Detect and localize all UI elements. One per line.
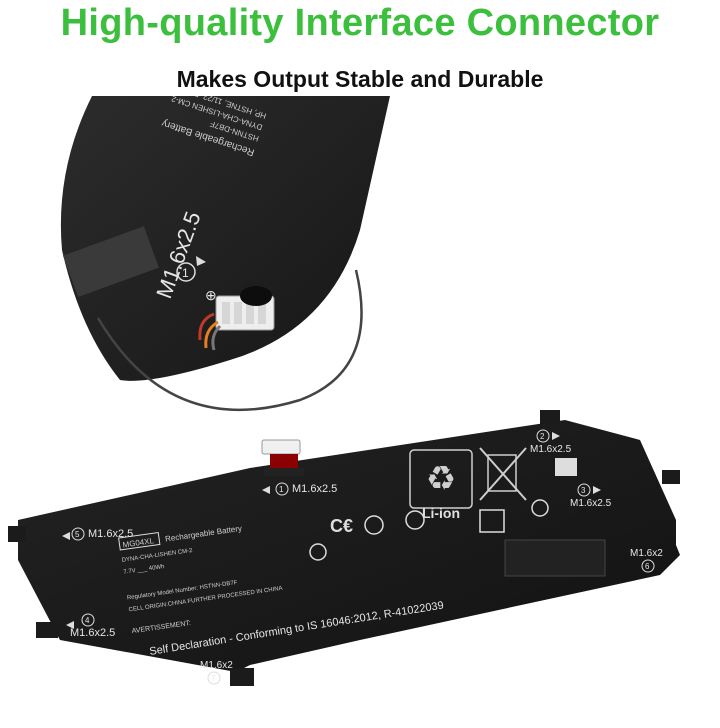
headline: High-quality Interface Connector bbox=[60, 2, 660, 44]
battery-connector bbox=[261, 439, 304, 476]
screw-marker-4: 4 M1.6x2.5 bbox=[66, 613, 115, 639]
screw-marker-3: 3 M1.6x2.5 bbox=[570, 483, 612, 509]
plus-symbol: ⊕ bbox=[205, 287, 217, 303]
svg-text:M1.6x2: M1.6x2 bbox=[200, 660, 233, 671]
svg-text:C€: C€ bbox=[330, 516, 353, 536]
svg-text:M1.6x2.5: M1.6x2.5 bbox=[292, 483, 337, 495]
zoom-mark-circle bbox=[176, 262, 196, 282]
screw-marker-5: 5 M1.6x2.5 bbox=[62, 527, 133, 541]
zoom-outline bbox=[96, 269, 363, 412]
zoom-print-block bbox=[63, 226, 159, 298]
zoom-connector bbox=[198, 286, 275, 351]
li-ion-label: Li-ion bbox=[422, 505, 460, 521]
svg-text:5: 5 bbox=[75, 530, 80, 539]
svg-text:4: 4 bbox=[85, 616, 90, 625]
svg-text:M1.6x2: M1.6x2 bbox=[630, 548, 663, 559]
mount-tab bbox=[662, 470, 680, 484]
model-badge: MG04XL bbox=[122, 536, 155, 549]
svg-text:M1.6x2.5: M1.6x2.5 bbox=[570, 498, 612, 509]
battery-pack: ♻ Li-ion C€ MG04XL Rechargeable Battery … bbox=[8, 410, 680, 686]
svg-text:6: 6 bbox=[645, 562, 650, 571]
zoom-arrow-icon bbox=[196, 256, 206, 266]
recycle-icon: ♻ bbox=[409, 449, 473, 509]
screw-marker-7: M1.6x2 7 bbox=[200, 660, 233, 685]
zoom-detail: Rechargeable Battery HSTNN-DB7F DYNA-CHA… bbox=[60, 96, 391, 412]
battery-photo: Rechargeable Battery HSTNN-DB7F DYNA-CHA… bbox=[8, 96, 680, 686]
mount-tab bbox=[8, 526, 26, 542]
svg-text:M1.6x2.5: M1.6x2.5 bbox=[88, 528, 133, 540]
mount-tab bbox=[540, 410, 560, 424]
subheadline: Makes Output Stable and Durable bbox=[176, 66, 544, 92]
svg-text:M1.6x2.5: M1.6x2.5 bbox=[530, 444, 572, 455]
svg-text:1: 1 bbox=[279, 485, 284, 494]
label-patch bbox=[504, 539, 606, 577]
svg-text:M1.6x2.5: M1.6x2.5 bbox=[70, 627, 115, 639]
svg-text:3: 3 bbox=[581, 486, 586, 495]
svg-text:2: 2 bbox=[540, 432, 545, 441]
screw-marker-6: M1.6x2 6 bbox=[630, 548, 663, 573]
screw-marker-2: 2 M1.6x2.5 bbox=[530, 429, 572, 455]
mount-tab bbox=[230, 668, 254, 686]
mount-tab bbox=[36, 622, 58, 638]
zoom-mark-number: 1 bbox=[182, 266, 189, 280]
spec-line: 7.7V ___ 40Wh bbox=[123, 564, 165, 576]
screw-marker-1: 1 M1.6x2.5 bbox=[262, 482, 337, 496]
crossed-bin-icon bbox=[479, 447, 527, 501]
cert-marks: C€ bbox=[309, 458, 577, 561]
svg-text:♻: ♻ bbox=[426, 459, 456, 499]
svg-text:7: 7 bbox=[211, 674, 216, 683]
